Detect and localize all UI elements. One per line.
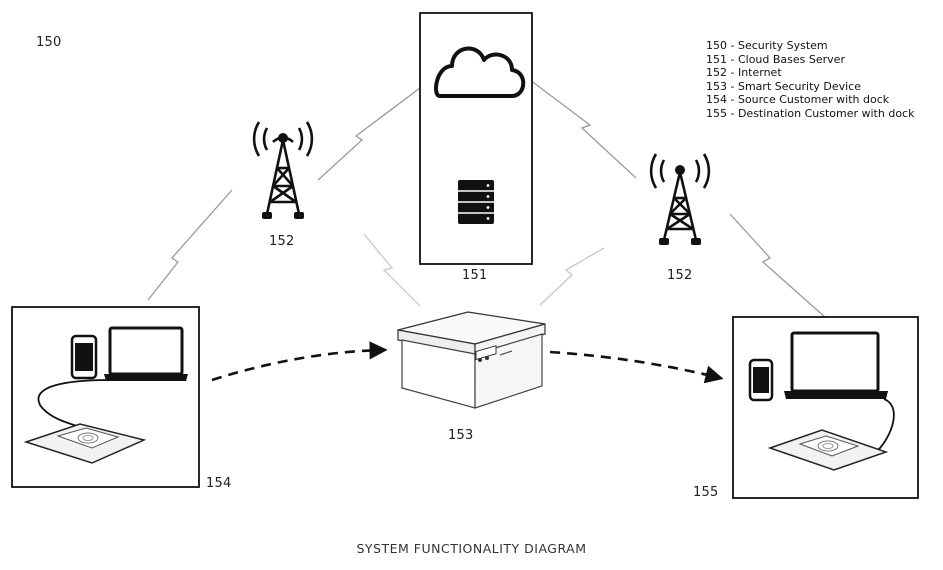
radio-tower-icon — [252, 121, 314, 219]
radio-tower-icon — [649, 153, 711, 245]
legend-item: 153 - Smart Security Device — [706, 79, 862, 93]
diagram-caption: SYSTEM FUNCTIONALITY DIAGRAM — [356, 541, 587, 556]
label-server: 151 — [462, 268, 488, 283]
label-destination-customer: 155 — [693, 485, 719, 500]
legend-item: 150 - Security System — [706, 39, 828, 52]
smartphone-icon — [70, 334, 98, 380]
destination-customer-box — [732, 316, 919, 499]
cloud-icon — [434, 46, 526, 98]
source-customer-box — [11, 306, 200, 488]
legend-item: 154 - Source Customer with dock — [706, 93, 890, 107]
signal-link-cloud-to-tower-right — [529, 79, 637, 179]
security-box-icon — [397, 311, 546, 409]
signal-links — [147, 79, 827, 319]
legend-item: 152 - Internet — [706, 66, 782, 80]
cloud-server-box — [419, 12, 533, 265]
legend: 150 - Security System 151 - Cloud Bases … — [706, 39, 914, 121]
laptop-icon — [784, 331, 888, 399]
server-rack-icon — [458, 180, 494, 224]
legend-item: 155 - Destination Customer with dock — [706, 106, 915, 120]
figure-number: 150 — [36, 35, 62, 50]
label-tower-right: 152 — [667, 268, 693, 283]
laptop-icon — [104, 326, 188, 381]
signal-link-tower-left-to-device — [363, 233, 421, 307]
dock-pad-icon — [767, 429, 889, 471]
signal-link-tower-right-to-destination — [729, 213, 827, 319]
label-source-customer: 154 — [206, 476, 232, 491]
dock-cable — [37, 379, 111, 431]
label-device: 153 — [448, 428, 474, 443]
legend-item: 151 - Cloud Bases Server — [706, 52, 845, 66]
signal-link-source-to-tower-left — [147, 189, 233, 301]
dashed-arrow-source-to-device — [211, 341, 388, 382]
label-tower-left: 152 — [269, 234, 295, 249]
dock-pad-icon — [23, 423, 147, 464]
signal-link-tower-left-to-cloud — [317, 87, 421, 181]
dashed-arrow-device-to-destination — [549, 350, 724, 384]
smartphone-icon — [748, 358, 774, 402]
signal-link-device-to-server — [539, 247, 605, 306]
